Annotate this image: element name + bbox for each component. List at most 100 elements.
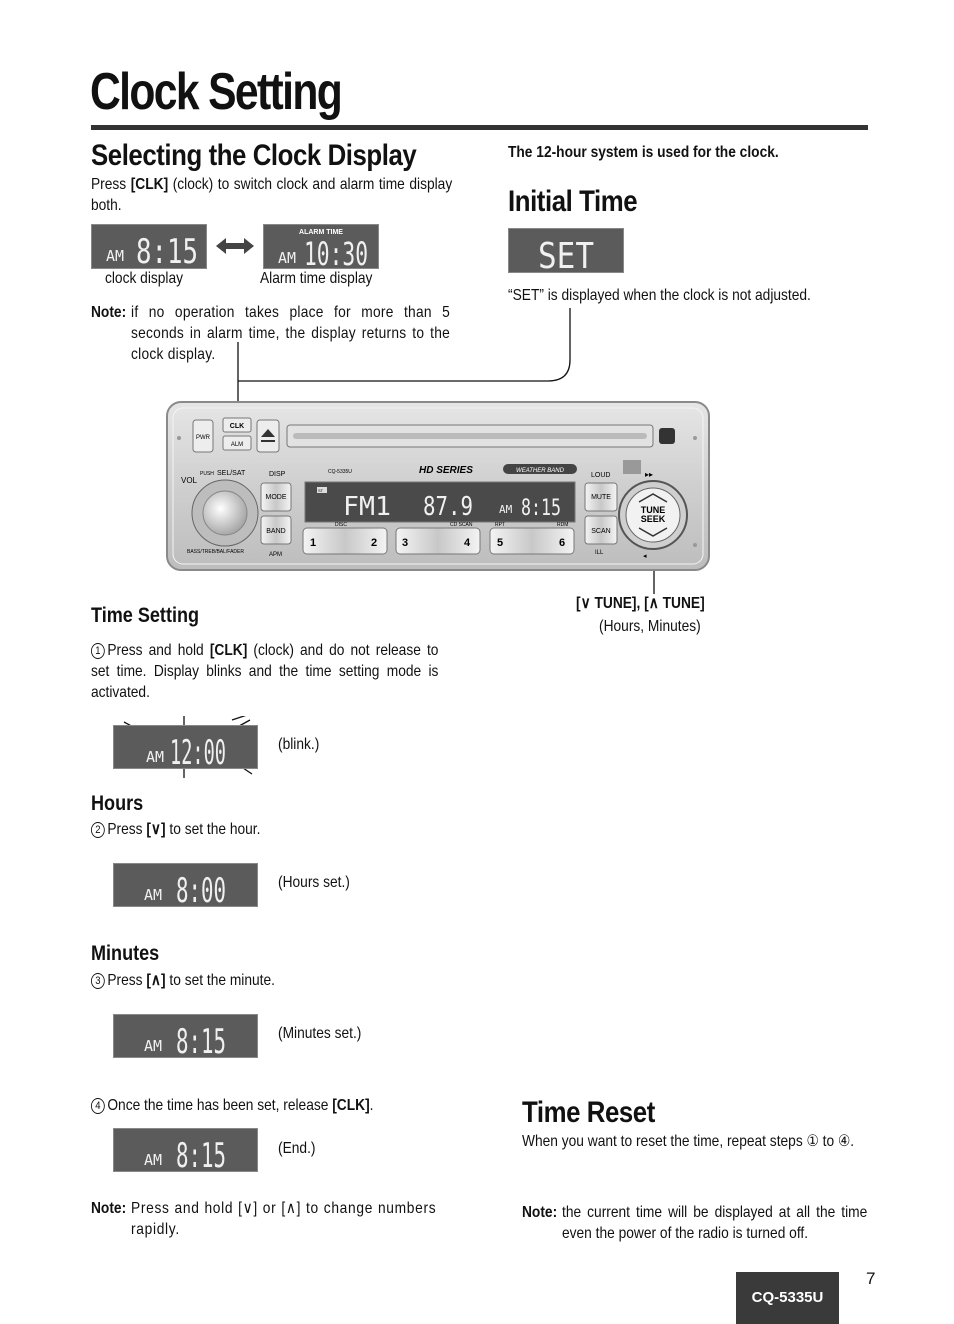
alm-button [222,435,252,451]
svg-text:8:15: 8:15 [176,1022,226,1057]
lcd-set-text: SET [538,236,594,272]
svg-text:PUSH: PUSH [200,471,214,477]
brand-logo: HD SERIES [419,465,473,476]
svg-text:CLK: CLK [230,423,244,430]
svg-text:AM: AM [499,503,513,516]
lcd-alarm-small-label: ALARM TIME [299,229,343,236]
minutes-heading: Minutes [91,942,160,965]
svg-text:6: 6 [559,537,565,549]
lcd-am-mark: AM [106,247,124,265]
end-caption: (End.) [278,1140,316,1157]
lcd-minutes-display: AM 8:15 [113,1014,258,1058]
selecting-heading: Selecting the Clock Display [91,139,417,172]
lcd-clock-display: AM 8:15 [91,224,207,269]
double-arrow-icon [214,234,256,263]
svg-text:ILL: ILL [595,550,604,556]
lcd-clock-graphic: AM 8:15 [106,232,198,268]
svg-text:5: 5 [497,537,503,549]
svg-text:AM: AM [144,1151,162,1169]
selecting-note-label: Note: [91,304,127,321]
tune-callout-desc: (Hours, Minutes) [599,618,701,635]
scan-button [584,515,618,545]
lcd-set-display: SET [508,228,624,273]
svg-text:AM: AM [278,249,296,267]
radio-lcd [304,481,576,523]
sensor-window [659,428,675,444]
svg-text:AM: AM [144,1037,162,1055]
time-reset-heading: Time Reset [522,1096,655,1129]
initial-time-heading: Initial Time [508,185,638,218]
svg-text:87.9: 87.9 [423,492,473,522]
preset-1-2 [302,527,388,555]
time-setting-heading: Time Setting [91,604,200,627]
svg-text:8:15: 8:15 [521,496,561,521]
hours-heading: Hours [91,792,144,815]
caption-clock-display: clock display [105,270,184,287]
svg-text:1: 1 [310,537,316,549]
svg-text:WEATHER BAND: WEATHER BAND [516,468,565,474]
time-reset-text: When you want to reset the time, repeat … [522,1133,855,1150]
time-setting-note-text: Press and hold [∨] or [∧] to change numb… [131,1200,437,1238]
mute-button [584,482,618,512]
preset-3-4 [395,527,481,555]
page-number: 7 [866,1269,876,1288]
lcd-clock-digits: 8:15 [136,232,198,268]
hours-caption: (Hours set.) [278,874,350,891]
time-reset-note-text: the current time will be displayed at al… [562,1204,868,1242]
lcd-hours-display: AM 8:00 [113,863,258,907]
svg-text:4: 4 [464,537,471,549]
caption-alarm-display: Alarm time display [260,270,373,287]
svg-text:10:30: 10:30 [304,235,368,268]
twelve-hour-note: The 12-hour system is used for the clock… [508,144,779,161]
mode-button [260,482,292,512]
svg-text:BASS/TREB/BAL/FADER: BASS/TREB/BAL/FADER [187,549,244,555]
svg-text:MUTE: MUTE [591,494,611,501]
svg-text:▸▸: ▸▸ [645,470,653,479]
tune-callout-keys: [∨ TUNE], [∧ TUNE] [576,595,705,612]
svg-text:LOUD: LOUD [591,472,610,479]
svg-text:8:00: 8:00 [176,871,226,906]
svg-text:ALM: ALM [231,442,243,448]
svg-text:APM: APM [269,552,282,558]
svg-text:◂: ◂ [643,553,647,560]
svg-text:ST: ST [318,488,324,493]
svg-text:SCAN: SCAN [591,528,610,535]
svg-text:RDM: RDM [557,522,568,528]
page-title: Clock Setting [90,63,343,121]
clk-button [222,417,252,433]
radio-faceplate: PWR CLK ALM VOL PUSH SEL/SAT DISP CQ-533… [165,400,711,577]
svg-text:DISP: DISP [269,471,286,478]
svg-text:CD SCAN: CD SCAN [450,522,473,528]
blink-caption: (blink.) [278,736,320,753]
pwr-button [192,419,214,453]
svg-text:2: 2 [371,537,377,549]
model-badge: CQ-5335U [736,1272,839,1324]
lcd-end-display: AM 8:15 [113,1128,258,1172]
lcd-alarm-display: ALARM TIME AM 10:30 [263,224,379,269]
svg-text:SEL/SAT: SEL/SAT [217,470,246,477]
minutes-caption: (Minutes set.) [278,1025,362,1042]
selecting-note-text: if no operation takes place for more tha… [131,304,451,363]
svg-text:DISC: DISC [335,522,347,528]
svg-text:FM1: FM1 [343,492,391,522]
svg-text:8:15: 8:15 [176,1136,226,1171]
svg-text:TUNE: TUNE [641,505,666,515]
title-rule [91,125,868,130]
step-1-number: 1 [91,643,105,659]
preset-5-6 [489,527,575,555]
svg-text:VOL: VOL [181,476,198,485]
svg-text:AM: AM [146,748,164,766]
time-reset-note-label: Note: [522,1204,558,1221]
band-button [260,515,292,545]
set-caption: “SET” is displayed when the clock is not… [508,287,811,304]
svg-text:3: 3 [402,537,408,549]
time-setting-note-label: Note: [91,1200,127,1217]
svg-text:RPT: RPT [495,522,505,528]
svg-text:12:00: 12:00 [170,733,226,768]
svg-text:AM: AM [144,886,162,904]
selecting-intro: Press [CLK] (clock) to switch clock and … [91,176,453,214]
